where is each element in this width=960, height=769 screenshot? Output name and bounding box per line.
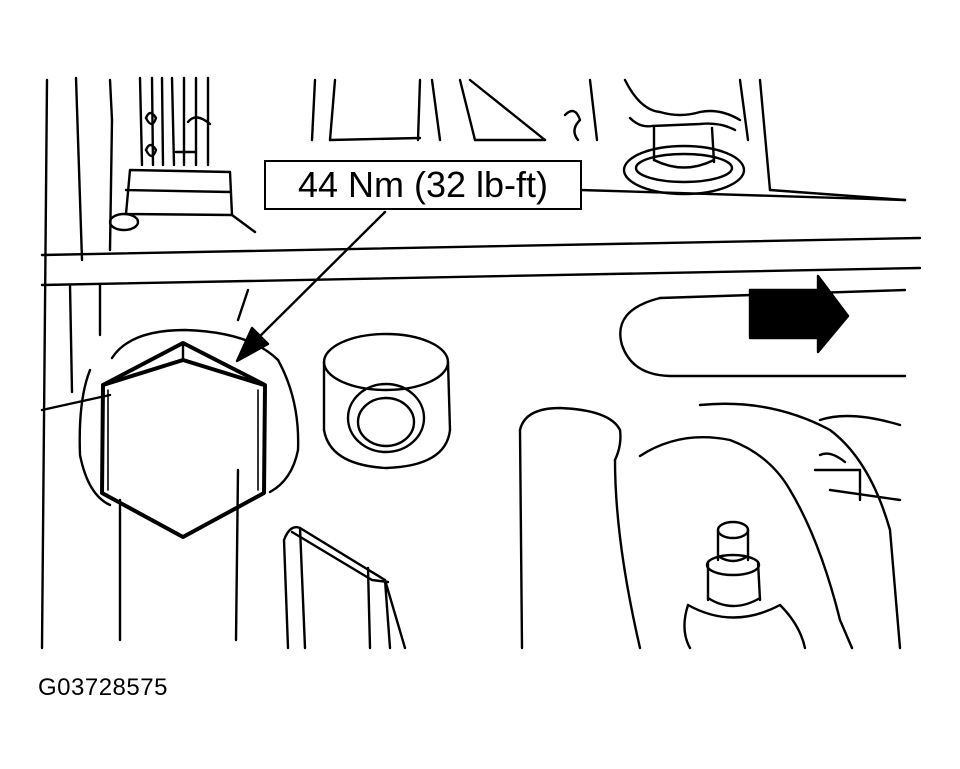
callout-leader xyxy=(235,210,387,363)
right-edge-fitting xyxy=(813,452,902,502)
lower-bracket xyxy=(282,526,407,650)
mounting-hole xyxy=(108,212,140,232)
pin-fitting xyxy=(683,520,807,650)
arrow-right-solid-icon xyxy=(748,274,850,354)
bolt-boss xyxy=(78,288,300,507)
curved-casting xyxy=(518,402,902,650)
main-plate xyxy=(40,188,922,287)
hex-bolt xyxy=(100,341,267,539)
torque-callout-label: 44 Nm (32 lb-ft) xyxy=(264,160,582,210)
figure-id: G03728575 xyxy=(38,674,168,701)
top-bracket xyxy=(310,78,582,142)
top-right-fitting xyxy=(588,78,907,202)
wire-harness xyxy=(124,76,234,217)
left-housing xyxy=(40,76,240,650)
cylindrical-spacer xyxy=(322,332,452,470)
